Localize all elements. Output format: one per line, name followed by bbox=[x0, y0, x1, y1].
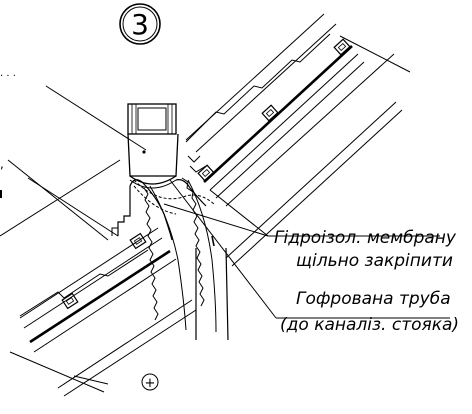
waterproof-membrane bbox=[133, 179, 215, 215]
svg-text:. . .: . . . bbox=[0, 68, 16, 79]
leader-lines bbox=[7, 85, 450, 319]
corrugated-pipe bbox=[143, 177, 229, 341]
pipe-callout-line-1: Гофрована труба bbox=[296, 289, 451, 309]
bottom-marker: + bbox=[141, 373, 159, 391]
bottom-marker-symbol: + bbox=[145, 376, 156, 391]
svg-text:,: , bbox=[0, 157, 4, 171]
detail-number: 3 bbox=[131, 8, 149, 41]
membrane-callout: Гідроізол. мембрану щільно закріпити bbox=[274, 228, 457, 271]
left-roof-slope bbox=[0, 159, 197, 397]
pipe-callout: Гофрована труба (до каналіз. стояка) bbox=[280, 289, 459, 335]
pipe-callout-line-2: (до каналіз. стояка) bbox=[280, 315, 459, 335]
detail-number-marker: 3 bbox=[119, 3, 161, 45]
left-edge-marks: . . . , bbox=[0, 68, 16, 198]
membrane-callout-line-1: Гідроізол. мембрану bbox=[274, 228, 457, 248]
base-flashing bbox=[111, 155, 207, 241]
right-roof-slope bbox=[185, 13, 411, 267]
vent-outlet bbox=[127, 103, 179, 189]
membrane-callout-line-2: щільно закріпити bbox=[296, 251, 453, 271]
